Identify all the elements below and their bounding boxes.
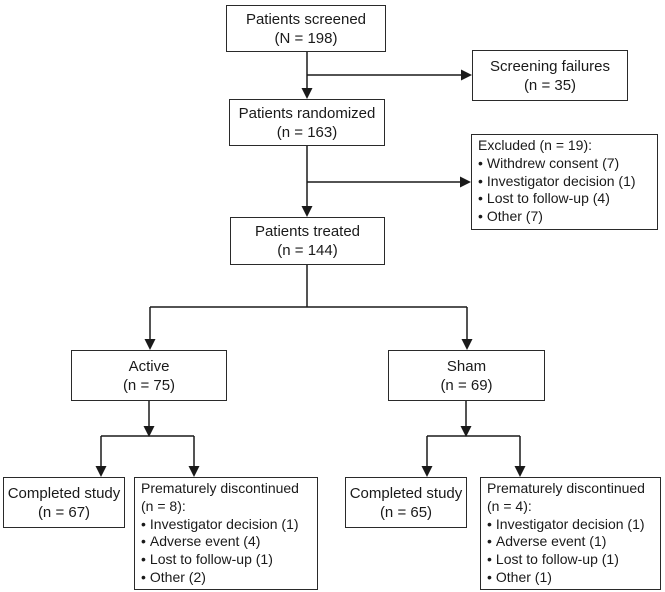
box-count: (n = 75) [122,376,176,394]
list-item-text: Lost to follow-up (4) [486,190,610,207]
bullet: • [487,568,492,585]
box-active-completed-study: Completed study (n = 67) [3,477,125,528]
list-item: •Adverse event (4) [141,533,315,551]
list-item: •Lost to follow-up (1) [487,551,658,569]
box-patients-screened: Patients screened (N = 198) [226,5,386,52]
list-item: •Investigator decision (1) [478,173,655,191]
arrowhead-into-treated [301,206,313,217]
bullet: • [478,190,483,207]
list-item-text: Lost to follow-up (1) [149,551,273,568]
bullet: • [141,515,146,532]
box-label: Patients treated [254,223,361,240]
list-item: •Other (1) [487,569,658,587]
box-label: Patients screened [245,10,367,28]
arrowhead-into-sham [461,339,473,350]
bullet: • [478,208,483,225]
list-item: •Adverse event (1) [487,533,658,551]
box-count: (n = 67) [37,503,91,521]
arrowhead-into-active [144,339,156,350]
bullet: • [487,533,492,550]
bullet: • [478,172,483,189]
box-sham-completed-study: Completed study (n = 65) [345,477,467,528]
list-item-text: Investigator decision (1) [149,515,299,532]
box-patients-treated: Patients treated (n = 144) [230,217,385,265]
arrowhead-into-sham-completed [421,466,433,477]
arrowhead-sham-split [460,426,472,437]
box-label: Completed study [7,484,121,502]
box-header: Prematurely discontinued (n = 4): [487,480,645,514]
box-patients-randomized: Patients randomized (n = 163) [229,99,385,146]
bullet: • [141,533,146,550]
list-item-text: Investigator decision (1) [486,172,636,189]
list-item: •Other (7) [478,208,655,226]
arrowhead-active-split [143,426,155,437]
box-header: Prematurely discontinued (n = 8): [141,480,299,514]
box-count: (n = 65) [379,503,433,521]
box-label: Sham [446,357,487,375]
list-item: •Lost to follow-up (1) [141,551,315,569]
bullet: • [141,551,146,568]
list-item: •Other (2) [141,569,315,587]
box-active-arm: Active (n = 75) [71,350,227,401]
arrowhead-into-randomized [301,88,313,99]
list-item-text: Other (7) [486,208,543,225]
arrowhead-into-screening-failures [461,69,472,81]
list-item-text: Withdrew consent (7) [486,154,620,171]
box-count: (n = 144) [277,242,338,259]
list-item-text: Other (1) [495,568,552,585]
box-count: (N = 198) [274,29,338,47]
list-item-text: Investigator decision (1) [495,515,645,532]
list-item: •Investigator decision (1) [487,516,658,534]
box-screening-failures: Screening failures (n = 35) [472,50,628,101]
box-count: (n = 35) [523,76,577,94]
list-item-text: Lost to follow-up (1) [495,551,619,568]
bullet: • [141,568,146,585]
box-label: Active [128,357,170,375]
list-item: •Lost to follow-up (4) [478,190,655,208]
box-excluded: Excluded (n = 19): •Withdrew consent (7)… [471,134,658,230]
box-header: Excluded (n = 19): [478,137,593,153]
list-item-text: Adverse event (4) [149,533,261,550]
bullet: • [487,551,492,568]
box-label: Patients randomized [238,104,376,122]
arrowhead-into-active-discontinued [188,466,200,477]
box-sham-arm: Sham (n = 69) [388,350,545,401]
arrowhead-into-active-completed [95,466,107,477]
box-label: Screening failures [489,57,611,75]
box-count: (n = 69) [440,376,493,394]
list-item: •Investigator decision (1) [141,516,315,534]
bullet: • [487,515,492,532]
list-item: •Withdrew consent (7) [478,155,655,173]
box-label: Completed study [349,484,463,502]
list-item-text: Other (2) [149,568,206,585]
arrowhead-into-excluded [460,176,471,188]
box-sham-prematurely-discontinued: Prematurely discontinued (n = 4): •Inves… [480,477,661,590]
list-item-text: Adverse event (1) [495,533,607,550]
box-active-prematurely-discontinued: Prematurely discontinued (n = 8): •Inves… [134,477,318,590]
bullet: • [478,154,483,171]
box-count: (n = 163) [276,123,338,141]
arrowhead-into-sham-discontinued [514,466,526,477]
